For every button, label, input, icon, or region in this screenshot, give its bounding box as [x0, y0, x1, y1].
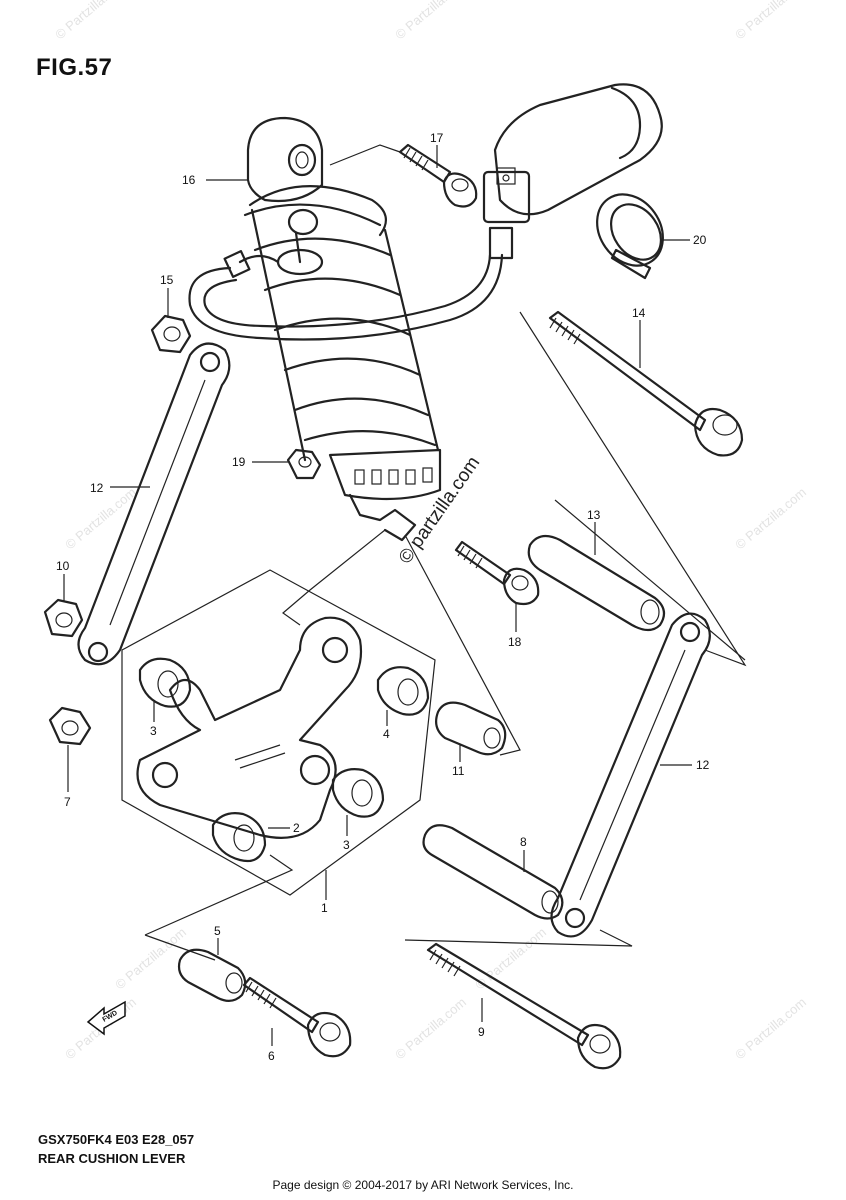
nut-19 — [286, 448, 322, 480]
section-name: REAR CUSHION LEVER — [38, 1151, 186, 1166]
watermark-text: © Partzilla.com — [392, 0, 469, 42]
spacer-11 — [435, 701, 507, 756]
model-info: GSX750FK4 E03 E28_057 REAR CUSHION LEVER — [38, 1130, 194, 1168]
callout-18[interactable]: 18 — [508, 635, 522, 649]
callout-5[interactable]: 5 — [214, 924, 221, 938]
bolt-14 — [548, 310, 744, 457]
callout-20[interactable]: 20 — [693, 233, 707, 247]
watermark-text: © Partzilla.com — [732, 994, 809, 1062]
callout-10[interactable]: 10 — [56, 559, 70, 573]
part-callouts: 16 17 20 14 15 19 12 10 13 18 3 4 11 12 … — [56, 131, 710, 1063]
watermark-text: © Partzilla.com — [732, 484, 809, 552]
watermark-text: © Partzilla.com — [112, 924, 189, 992]
callout-3-right[interactable]: 3 — [343, 838, 350, 852]
sleeve-13 — [527, 534, 666, 632]
tie-rod-left — [77, 342, 231, 666]
callout-7[interactable]: 7 — [64, 795, 71, 809]
callout-13[interactable]: 13 — [587, 508, 601, 522]
bolt-6 — [242, 976, 352, 1058]
bolt-18 — [454, 540, 540, 606]
guide-lines — [144, 144, 747, 961]
tie-rod-right — [550, 612, 711, 938]
reservoir-clamp — [596, 193, 664, 280]
nut-7 — [48, 706, 92, 746]
shock-reservoir — [482, 83, 663, 224]
callout-9[interactable]: 9 — [478, 1025, 485, 1039]
leader-lines — [63, 145, 692, 1046]
callout-4[interactable]: 4 — [383, 727, 390, 741]
watermark-text: © Partzilla.com — [52, 0, 129, 42]
figure-title: FIG.57 — [36, 54, 113, 81]
callout-12-left[interactable]: 12 — [90, 481, 104, 495]
callout-2[interactable]: 2 — [293, 821, 300, 835]
watermark-text: © Partzilla.com — [392, 994, 469, 1062]
callout-8[interactable]: 8 — [520, 835, 527, 849]
callout-3-left[interactable]: 3 — [150, 724, 157, 738]
callout-12-right[interactable]: 12 — [696, 758, 710, 772]
callout-11[interactable]: 11 — [452, 764, 465, 778]
bolt-17 — [398, 143, 478, 208]
nut-15 — [150, 314, 192, 354]
callout-1[interactable]: 1 — [321, 901, 328, 915]
watermark-text: © Partzilla.com — [732, 0, 809, 42]
callout-6[interactable]: 6 — [268, 1049, 275, 1063]
model-code: GSX750FK4 E03 E28_057 — [38, 1132, 195, 1147]
callout-17[interactable]: 17 — [430, 131, 444, 145]
callout-14[interactable]: 14 — [632, 306, 646, 320]
callout-19[interactable]: 19 — [232, 455, 246, 469]
bolt-9 — [426, 942, 622, 1070]
spacer-5 — [177, 948, 247, 1002]
cushion-lever-assembly — [121, 569, 436, 896]
forward-arrow-icon: FWD — [86, 1000, 126, 1036]
watermark-text: © Partzilla.com — [472, 924, 549, 992]
rear-shock-absorber — [188, 116, 514, 542]
callout-16[interactable]: 16 — [182, 173, 196, 187]
callout-15[interactable]: 15 — [160, 273, 174, 287]
sleeve-8 — [422, 824, 564, 920]
page-footer: Page design © 2004-2017 by ARI Network S… — [272, 1178, 574, 1192]
nut-10 — [43, 598, 84, 638]
